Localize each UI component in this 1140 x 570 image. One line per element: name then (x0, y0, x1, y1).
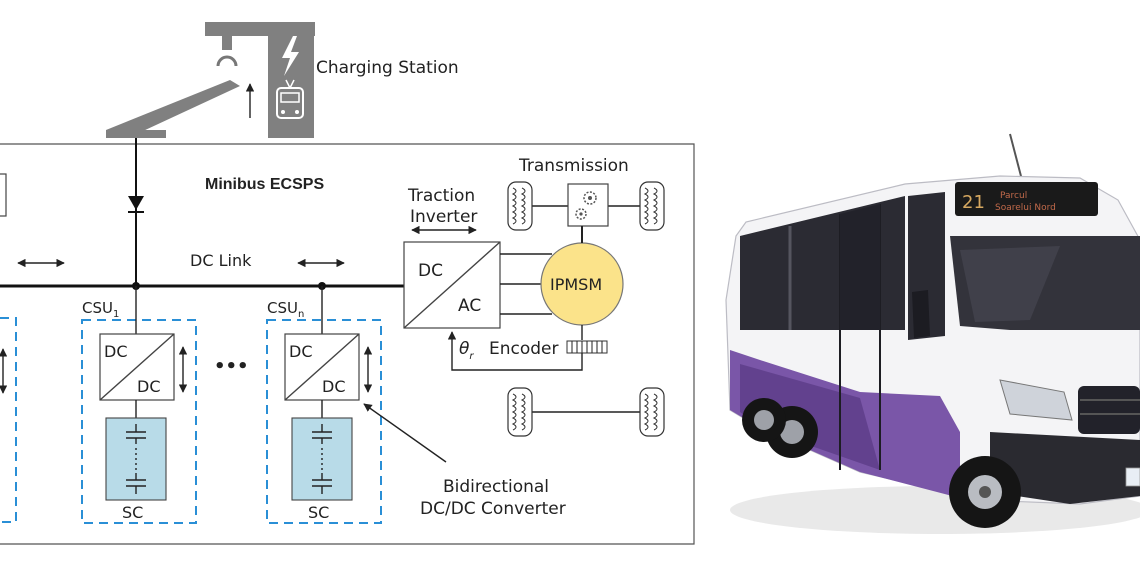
transmission-label: Transmission (518, 156, 629, 176)
bus-icon (276, 79, 304, 119)
transmission (532, 183, 640, 243)
sc-label: SC (122, 503, 143, 522)
destination-text: Parcul (1000, 191, 1027, 201)
csu-label: CSUn (267, 299, 304, 320)
callout-line1: Bidirectional (443, 477, 549, 497)
dc-link-label: DC Link (190, 251, 252, 270)
csu-1: CSU1 DC DC SC (81, 286, 197, 524)
callout-line2: DC/DC Converter (420, 499, 566, 519)
partial-block (0, 173, 7, 217)
wheel (639, 181, 665, 231)
csu-n: CSUn DC DC SC (266, 286, 382, 524)
wheel (639, 387, 665, 437)
encoder-feedback (447, 325, 608, 371)
svg-text:AC: AC (458, 296, 481, 316)
supercapacitor-bank (291, 417, 353, 501)
inverter-label-1: Traction (407, 186, 475, 206)
svg-text:DC: DC (137, 377, 161, 396)
svg-text:DC: DC (289, 342, 313, 361)
charging-station-label: Charging Station (316, 58, 459, 78)
dcdc-converter: DC DC (99, 333, 175, 401)
charging-station: Charging Station (106, 22, 459, 138)
svg-text:DC: DC (418, 261, 443, 281)
destination-text: Soarelui Nord (995, 203, 1056, 213)
lightning-icon (282, 36, 299, 76)
motor-label: IPMSM (550, 275, 602, 294)
svg-text:DC: DC (104, 342, 128, 361)
callout-arrow (363, 403, 447, 463)
gear-icon (575, 191, 597, 220)
dcdc-converter: DC DC (284, 333, 360, 401)
traction-inverter: DC AC (403, 241, 501, 329)
wheel (507, 181, 533, 231)
ecsps-frame (0, 143, 695, 545)
wheel (507, 387, 533, 437)
charger-feed (128, 138, 144, 286)
csu-label: CSU1 (82, 299, 119, 320)
sc-label: SC (308, 503, 329, 522)
csu-partial (0, 317, 17, 523)
supercapacitor-bank (105, 417, 167, 501)
svg-text:DC: DC (322, 377, 346, 396)
ellipsis: ••• (214, 356, 249, 377)
theta-label: θr (459, 339, 474, 362)
encoder-label: Encoder (489, 339, 559, 359)
destination-route: 21 (962, 192, 985, 213)
minibus-photo: 21 Parcul Soarelui Nord (725, 133, 1140, 534)
inverter-label-2: Inverter (410, 207, 477, 227)
diagram-title: Minibus ECSPS (205, 176, 324, 193)
